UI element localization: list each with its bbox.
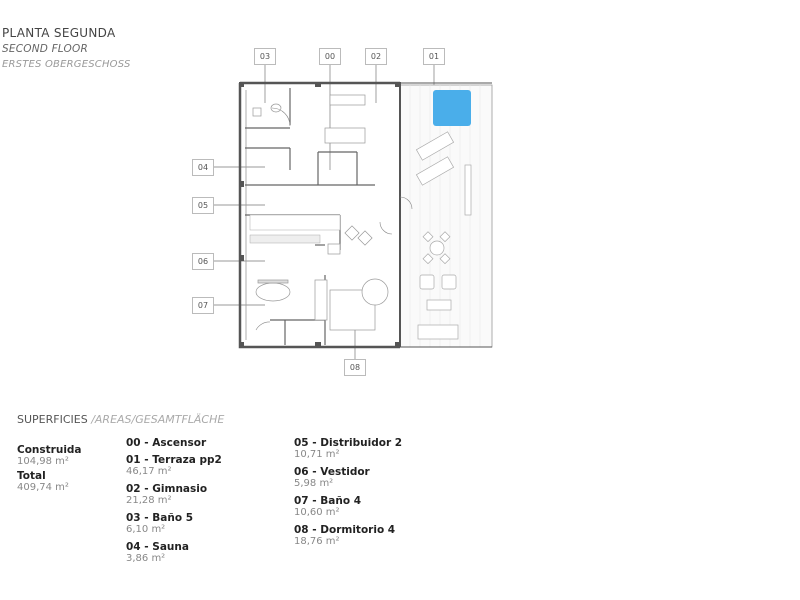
room-area: 10,71 m²	[294, 449, 340, 460]
floor-subtitle-en: SECOND FLOOR	[2, 43, 88, 55]
areas-title-es: SUPERFICIES	[17, 413, 88, 426]
room-area: 3,86 m²	[126, 553, 166, 564]
room-area: 46,17 m²	[126, 466, 172, 477]
room-area: 18,76 m²	[294, 536, 340, 547]
plan-header: PLANTA SEGUNDA SECOND FLOOR ERSTES OBERG…	[2, 25, 131, 73]
plan-label-07: 07	[192, 297, 214, 314]
summary-value: 104,98 m²	[17, 456, 69, 467]
summary-name: Total	[17, 470, 46, 482]
plan-label-01: 01	[423, 48, 445, 65]
pool-icon	[433, 90, 471, 126]
room-name: 01 - Terraza pp2	[126, 454, 222, 466]
plan-label-08: 08	[344, 359, 366, 376]
room-area: 5,98 m²	[294, 478, 334, 489]
plan-label-04: 04	[192, 159, 214, 176]
floor-plan-drawing	[214, 63, 493, 360]
plan-label-06: 06	[192, 253, 214, 270]
room-name: 06 - Vestidor	[294, 466, 370, 478]
room-name: 03 - Baño 5	[126, 512, 194, 524]
room-name: 08 - Dormitorio 4	[294, 524, 396, 536]
summary-name: Construida	[17, 444, 82, 456]
areas-rooms-col2: 05 - Distribuidor 2 10,71 m² 06 - Vestid…	[294, 437, 402, 553]
floor-subtitle-de: ERSTES OBERGESCHOSS	[2, 59, 131, 70]
plan-label-03: 03	[254, 48, 276, 65]
room-name: 02 - Gimnasio	[126, 483, 208, 495]
areas-heading: SUPERFICIES /AREAS/GESAMTFLÄCHE	[17, 413, 224, 426]
room-area: 6,10 m²	[126, 524, 166, 535]
summary-value: 409,74 m²	[17, 482, 69, 493]
room-name: 00 - Ascensor	[126, 437, 207, 449]
room-name: 07 - Baño 4	[294, 495, 362, 507]
areas-rooms-col1: 00 - Ascensor 01 - Terraza pp2 46,17 m² …	[126, 437, 222, 570]
summary-item: Total 409,74 m²	[17, 470, 82, 494]
areas-title-de: /GESAMTFLÄCHE	[131, 413, 225, 426]
plan-label-05: 05	[192, 197, 214, 214]
plan-label-00: 00	[319, 48, 341, 65]
plan-label-02: 02	[365, 48, 387, 65]
floor-title: PLANTA SEGUNDA	[2, 26, 116, 40]
areas-summary: Construida 104,98 m² Total 409,74 m²	[17, 444, 82, 499]
room-area: 10,60 m²	[294, 507, 340, 518]
areas-title-en: /AREAS	[91, 413, 132, 426]
room-name: 04 - Sauna	[126, 541, 189, 553]
summary-item: Construida 104,98 m²	[17, 444, 82, 468]
room-area: 21,28 m²	[126, 495, 172, 506]
room-name: 05 - Distribuidor 2	[294, 437, 403, 449]
